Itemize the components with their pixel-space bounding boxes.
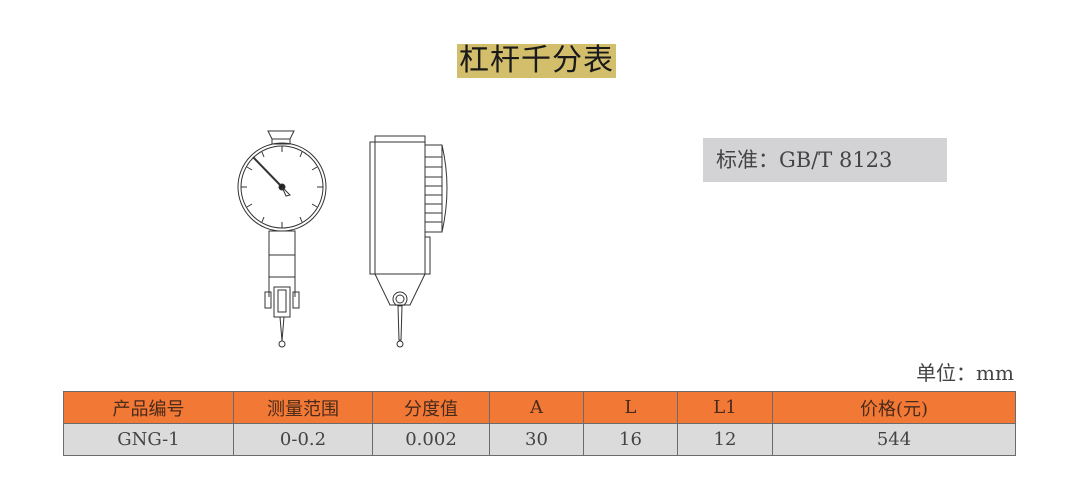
header-product-code: 产品编号: [63, 391, 234, 424]
cell-price: 544: [772, 423, 1016, 456]
header-l1: L1: [677, 391, 773, 424]
cell-resolution: 0.002: [372, 423, 490, 456]
cell-l1: 12: [677, 423, 773, 456]
cell-l: 16: [583, 423, 678, 456]
standard-value: GB/T 8123: [779, 148, 893, 172]
header-measuring-range: 测量范围: [233, 391, 373, 424]
spec-table: 产品编号 测量范围 分度值 A L L1 价格(元) GNG-1 0-0.2 0…: [63, 391, 1016, 456]
header-resolution: 分度值: [372, 391, 490, 424]
dial-indicator-front-icon: [237, 130, 327, 348]
standard-box: 标准：GB/T 8123: [703, 138, 947, 182]
header-a: A: [489, 391, 584, 424]
table-row: GNG-1 0-0.2 0.002 30 16 12 544: [63, 423, 1016, 456]
cell-product-code: GNG-1: [63, 423, 234, 456]
dial-indicator-drawing: [237, 130, 448, 348]
header-price: 价格(元): [772, 391, 1016, 424]
cell-measuring-range: 0-0.2: [233, 423, 373, 456]
page-title: 杠杆千分表: [457, 43, 616, 78]
cell-a: 30: [489, 423, 584, 456]
header-l: L: [583, 391, 678, 424]
dial-indicator-side-icon: [369, 135, 448, 348]
standard-label: 标准：: [716, 148, 779, 172]
table-header-row: 产品编号 测量范围 分度值 A L L1 价格(元): [63, 391, 1016, 424]
unit-label: 单位：mm: [916, 361, 1014, 385]
